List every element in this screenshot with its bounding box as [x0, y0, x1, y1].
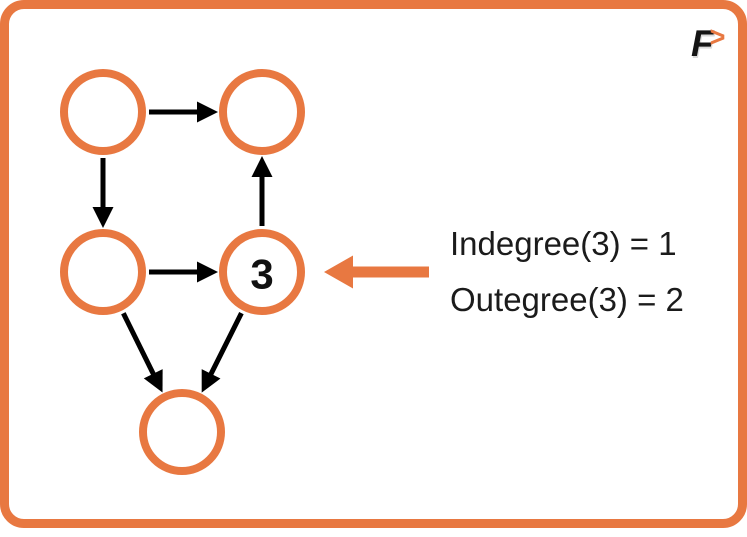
- graph-node-C: [60, 229, 146, 315]
- node-label-D: 3: [250, 251, 273, 298]
- outdegree-text: Outegree(3) = 2: [450, 281, 684, 318]
- brand-logo: F >: [691, 21, 726, 64]
- edge-D-E: [208, 312, 244, 376]
- pointer-arrow: [324, 255, 429, 289]
- arrowhead-C-E: [143, 369, 163, 393]
- graph-node-D: [219, 229, 305, 315]
- degree-annotation: Indegree(3) = 1 Outegree(3) = 2: [450, 216, 684, 328]
- arrowhead-C-D: [197, 261, 218, 283]
- logo-chevron-icon: >: [709, 21, 726, 53]
- graph-node-E: [139, 389, 225, 475]
- indegree-text: Indegree(3) = 1: [450, 225, 677, 262]
- arrowhead-A-C: [92, 207, 114, 228]
- arrowhead-A-B: [197, 101, 218, 123]
- graph-node-A: [60, 69, 146, 155]
- arrowhead-D-B: [251, 156, 273, 177]
- graph-node-B: [219, 69, 305, 155]
- directed-graph-diagram: 3: [60, 69, 429, 475]
- edge-C-E: [121, 312, 156, 376]
- arrowhead-D-E: [201, 369, 221, 393]
- logo-letter: F: [691, 23, 714, 64]
